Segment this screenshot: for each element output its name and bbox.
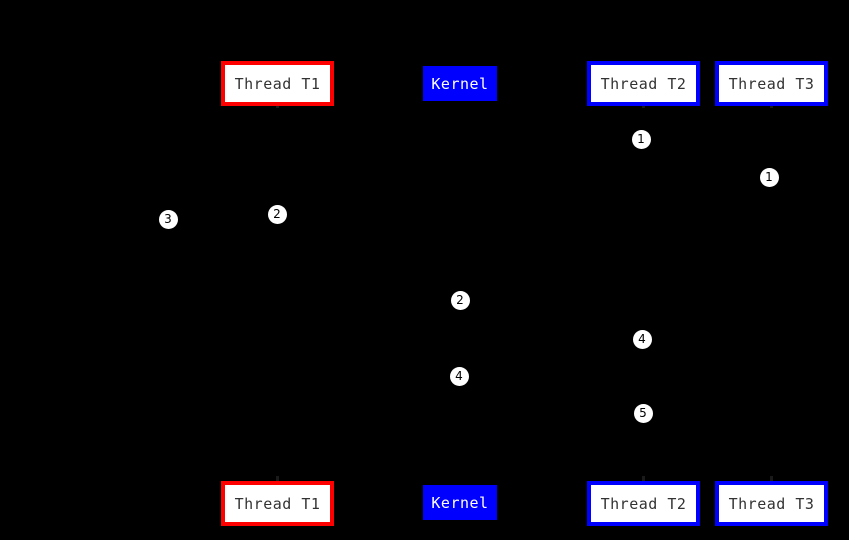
participant-box-thread-t2-top[interactable]: Thread T2	[587, 61, 700, 106]
step-marker: 4	[449, 366, 469, 386]
step-marker-label: 3	[164, 212, 172, 226]
lifeline-stub-t2-bottom	[642, 476, 645, 482]
participant-box-kernel-top[interactable]: Kernel	[423, 66, 497, 101]
message-arrow	[460, 339, 643, 340]
participant-label: Kernel	[431, 74, 489, 93]
participant-label: Thread T2	[600, 494, 687, 513]
lifeline-thread-t3	[771, 106, 772, 481]
step-marker-label: 1	[637, 132, 645, 146]
step-marker-label: 4	[455, 369, 463, 383]
step-marker-label: 2	[456, 293, 464, 307]
step-marker: 3	[158, 209, 178, 229]
step-marker: 1	[631, 129, 651, 149]
lifeline-stub-t3-bottom	[770, 476, 773, 482]
step-marker: 5	[633, 403, 653, 423]
participant-label: Kernel	[431, 493, 489, 512]
lifeline-thread-t1	[277, 106, 278, 481]
participant-box-thread-t1-top[interactable]: Thread T1	[221, 61, 334, 106]
step-marker: 2	[450, 290, 470, 310]
message-arrow	[168, 219, 277, 220]
participant-label: Thread T3	[728, 494, 815, 513]
participant-label: Thread T1	[234, 74, 321, 93]
message-arrow	[460, 139, 643, 140]
participant-box-thread-t1-bottom[interactable]: Thread T1	[221, 481, 334, 526]
participant-label: Thread T1	[234, 494, 321, 513]
step-marker-label: 2	[273, 207, 281, 221]
participant-label: Thread T3	[728, 74, 815, 93]
step-marker: 1	[759, 167, 779, 187]
step-marker-label: 1	[765, 170, 773, 184]
message-arrow	[277, 300, 460, 301]
step-marker: 2	[267, 204, 287, 224]
step-marker-label: 4	[638, 332, 646, 346]
lifeline-stub-t1-bottom	[276, 476, 279, 482]
message-arrow	[460, 177, 771, 178]
step-marker-label: 5	[639, 406, 647, 420]
participant-box-thread-t3-bottom[interactable]: Thread T3	[715, 481, 828, 526]
participant-box-thread-t3-top[interactable]: Thread T3	[715, 61, 828, 106]
participant-box-kernel-bottom[interactable]: Kernel	[423, 485, 497, 520]
message-arrow	[460, 413, 643, 414]
lifeline-thread-t2	[643, 106, 644, 481]
step-marker: 4	[632, 329, 652, 349]
message-arrow	[277, 376, 460, 377]
participant-label: Thread T2	[600, 74, 687, 93]
participant-box-thread-t2-bottom[interactable]: Thread T2	[587, 481, 700, 526]
